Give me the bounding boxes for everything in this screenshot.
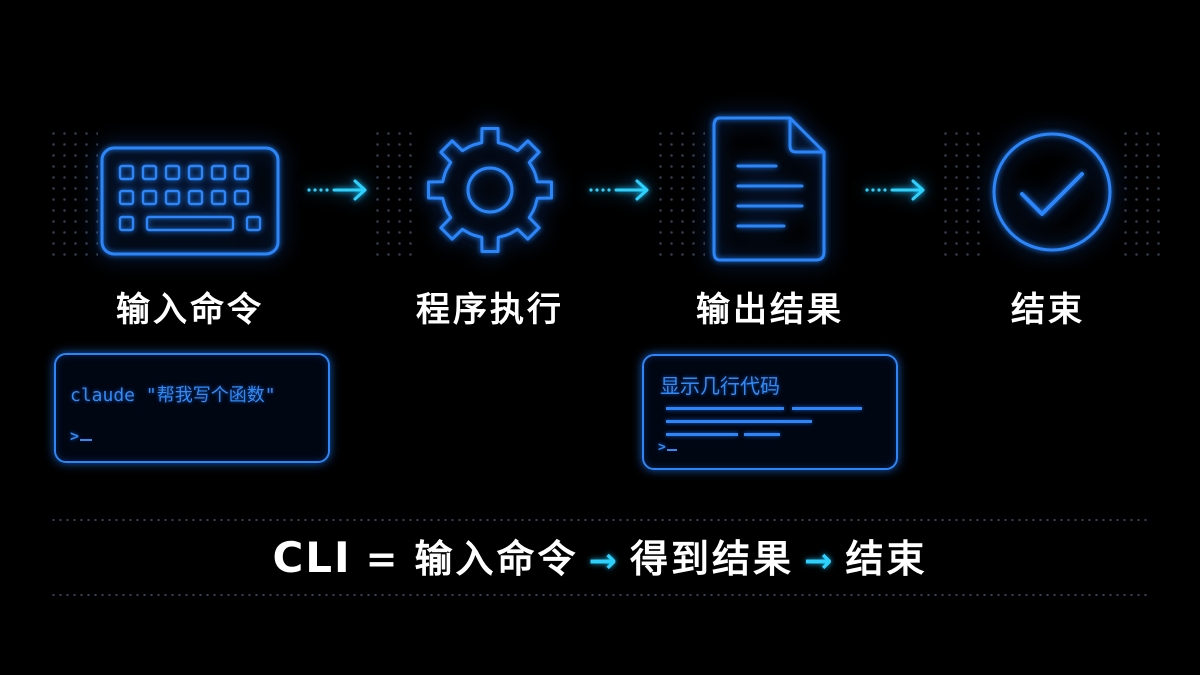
- gear-icon: [424, 124, 556, 256]
- code-line: [666, 433, 738, 436]
- keyboard-icon: [100, 146, 280, 256]
- terminal-prompt: >: [658, 440, 677, 455]
- terminal-command: claude "帮我写个函数": [70, 385, 276, 406]
- code-line: [792, 407, 862, 410]
- input-terminal: claude "帮我写个函数" >: [54, 353, 330, 463]
- flow-arrow: [864, 178, 930, 202]
- divider-bottom: [50, 594, 1150, 596]
- code-line: [666, 420, 812, 423]
- summary-part1: 输入命令: [414, 537, 579, 581]
- step-label-end: 结束: [1011, 290, 1085, 330]
- step-label-execute: 程序执行: [416, 290, 564, 330]
- summary-equals: =: [365, 537, 401, 581]
- dot-grid-bg: [1120, 128, 1160, 258]
- summary-formula: CLI=输入命令→得到结果→结束: [0, 530, 1200, 589]
- prompt-symbol: >: [70, 427, 80, 445]
- step-label-output: 输出结果: [696, 290, 844, 330]
- summary-cli: CLI: [272, 533, 352, 582]
- dot-grid-bg: [372, 128, 416, 258]
- document-icon: [712, 116, 828, 262]
- flow-arrow: [588, 178, 654, 202]
- output-terminal: 显示几行代码 >: [642, 354, 898, 470]
- dot-grid-bg: [655, 128, 705, 258]
- dot-grid-bg: [940, 128, 984, 258]
- cursor: [80, 439, 93, 441]
- cursor: [666, 449, 677, 451]
- flow-arrow: [306, 178, 372, 202]
- dot-grid-bg: [48, 128, 98, 258]
- terminal-prompt: >: [70, 427, 93, 445]
- divider-top: [50, 519, 1150, 521]
- check-circle-icon: [990, 130, 1114, 254]
- code-line: [744, 433, 780, 436]
- summary-arrow-1: →: [588, 541, 621, 581]
- step-label-input: 输入命令: [116, 290, 264, 330]
- prompt-symbol: >: [658, 440, 666, 455]
- summary-part3: 结束: [845, 537, 928, 581]
- summary-arrow-2: →: [804, 541, 836, 581]
- output-title: 显示几行代码: [660, 374, 780, 398]
- summary-part2: 得到结果: [630, 537, 795, 581]
- code-line: [666, 407, 784, 410]
